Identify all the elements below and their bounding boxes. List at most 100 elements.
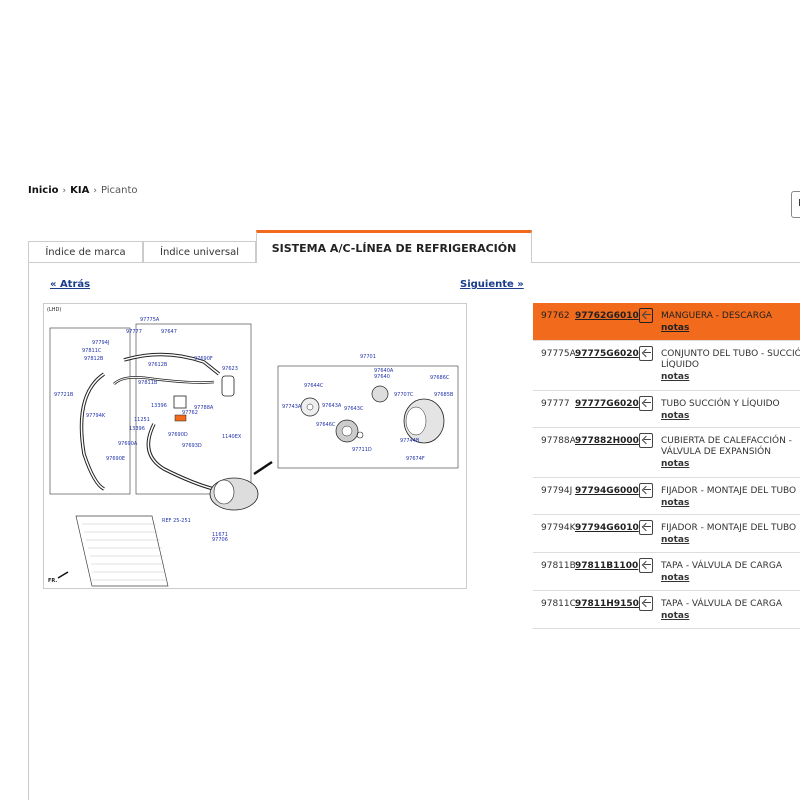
tab-brand-index[interactable]: Índice de marca	[28, 241, 143, 263]
part-ref: 97811C	[541, 599, 576, 609]
part-ref: 97762	[541, 311, 570, 321]
notes-link[interactable]: notas	[661, 498, 690, 508]
diagram-header: (LHD)	[47, 307, 61, 313]
notes-link[interactable]: notas	[661, 573, 690, 583]
notes-link[interactable]: notas	[661, 459, 690, 469]
callout-label[interactable]: 97647	[161, 329, 177, 335]
notes-link[interactable]: notas	[661, 372, 690, 382]
callout-label[interactable]: 97775A	[140, 317, 160, 323]
add-to-cart-button[interactable]	[639, 478, 661, 514]
tab-ac-refrigeration[interactable]: SISTEMA A/C-LÍNEA DE REFRIGERACIÓN	[256, 230, 532, 263]
back-link[interactable]: « Atrás	[50, 279, 91, 290]
callout-label[interactable]: 97690A	[118, 441, 138, 447]
notes-link[interactable]: notas	[661, 535, 690, 545]
part-number-link[interactable]: 97775G6020	[575, 349, 639, 359]
callout-label[interactable]: 97743A	[282, 404, 302, 410]
callout-label[interactable]: 97690F	[194, 356, 213, 362]
next-link[interactable]: Siguiente »	[460, 279, 524, 290]
callout-label[interactable]: 97811B	[138, 380, 158, 386]
callout-label[interactable]: 97640	[374, 374, 390, 380]
add-to-cart-button[interactable]	[639, 303, 661, 340]
callout-label[interactable]: 97711D	[352, 447, 372, 453]
callout-label[interactable]: 97794J	[92, 340, 109, 346]
highlighted-part	[174, 414, 187, 422]
callout-label[interactable]: 97706	[212, 537, 228, 543]
corner-button[interactable]: I	[791, 191, 800, 218]
part-number-link[interactable]: 97811B1100	[575, 561, 639, 571]
callout-label[interactable]: 97674F	[406, 456, 425, 462]
callout-label[interactable]: 97701	[360, 354, 376, 360]
cart-add-icon	[639, 346, 653, 361]
callout-label[interactable]: 97690E	[106, 456, 125, 462]
callout-label[interactable]: 97640A	[374, 368, 394, 374]
callout-label[interactable]: 97794K	[86, 413, 106, 419]
callout-label[interactable]: 97685B	[434, 392, 454, 398]
tab-bar: Índice de marca Índice universal SISTEMA…	[28, 230, 800, 263]
cart-add-icon	[639, 520, 653, 535]
callout-label[interactable]: 13396	[151, 403, 167, 409]
receiver-drier	[221, 375, 235, 397]
parts-diagram[interactable]: (LHD)	[43, 303, 467, 589]
callout-labels: 97775A 97777 97647 97794J 97811C 97812B 97612B…	[54, 317, 454, 543]
notes-link[interactable]: notas	[661, 411, 690, 421]
add-to-cart-button[interactable]	[639, 428, 661, 477]
notes-link[interactable]: notas	[661, 611, 690, 621]
part-desc-text: CONJUNTO DEL TUBO - SUCCIÓN Y	[661, 349, 800, 359]
callout-label[interactable]: 97762	[182, 410, 198, 416]
diagram-frame-mid	[135, 323, 252, 495]
part-number-link[interactable]: 97794G6010	[575, 523, 639, 533]
diagram-frame-left	[49, 327, 131, 495]
cart-add-icon	[639, 596, 653, 611]
panel-border	[28, 262, 29, 800]
part-number-link[interactable]: 97794G6000	[575, 486, 639, 496]
callout-label[interactable]: 97686C	[430, 375, 450, 381]
callout-label[interactable]: 13396	[129, 426, 145, 432]
cart-add-icon	[639, 558, 653, 573]
part-number-link[interactable]: 97811H9150	[575, 599, 639, 609]
callout-label[interactable]: 97788A	[194, 405, 214, 411]
callout-label[interactable]: 97690D	[168, 432, 188, 438]
callout-label[interactable]: 1140EX	[222, 434, 242, 440]
callout-label[interactable]: 97721B	[54, 392, 74, 398]
tab-universal-index[interactable]: Índice universal	[143, 241, 256, 263]
notes-link[interactable]: notas	[661, 323, 690, 333]
pipe-line	[79, 372, 106, 491]
add-to-cart-button[interactable]	[639, 553, 661, 590]
part-ref: 97794J	[541, 486, 573, 496]
breadcrumb-home[interactable]: Inicio	[28, 185, 59, 196]
callout-label[interactable]: 97744B	[400, 438, 420, 444]
part-number-link[interactable]: 97777G6020	[575, 399, 639, 409]
callout-label[interactable]: 97812B	[84, 356, 104, 362]
chevron-right-icon: ›	[62, 185, 67, 196]
callout-label[interactable]: 97693D	[182, 443, 202, 449]
add-to-cart-button[interactable]	[639, 341, 661, 390]
callout-label[interactable]: 97811C	[82, 348, 102, 354]
callout-label[interactable]: 97707C	[394, 392, 414, 398]
add-to-cart-button[interactable]	[639, 515, 661, 552]
part-number-link[interactable]: 97762G6010	[575, 311, 639, 321]
part-desc-text: TUBO SUCCIÓN Y LÍQUIDO	[661, 399, 780, 409]
callout-label[interactable]: 97644C	[304, 383, 324, 389]
callout-label[interactable]: 11671	[212, 532, 228, 538]
breadcrumb-brand[interactable]: KIA	[70, 185, 90, 196]
callout-label[interactable]: 97623	[222, 366, 238, 372]
callout-label[interactable]: 97777	[126, 329, 142, 335]
callout-label[interactable]: 11251	[134, 417, 150, 423]
expansion-valve	[173, 395, 187, 409]
callout-label[interactable]: 97612B	[148, 362, 168, 368]
add-to-cart-button[interactable]	[639, 391, 661, 427]
callout-label[interactable]: 97643C	[344, 406, 364, 412]
part-number-link[interactable]: 977882H000	[575, 436, 639, 446]
callout-label[interactable]: 97646C	[316, 422, 336, 428]
callout-label[interactable]: 97643A	[322, 403, 342, 409]
add-to-cart-button[interactable]	[639, 591, 661, 628]
